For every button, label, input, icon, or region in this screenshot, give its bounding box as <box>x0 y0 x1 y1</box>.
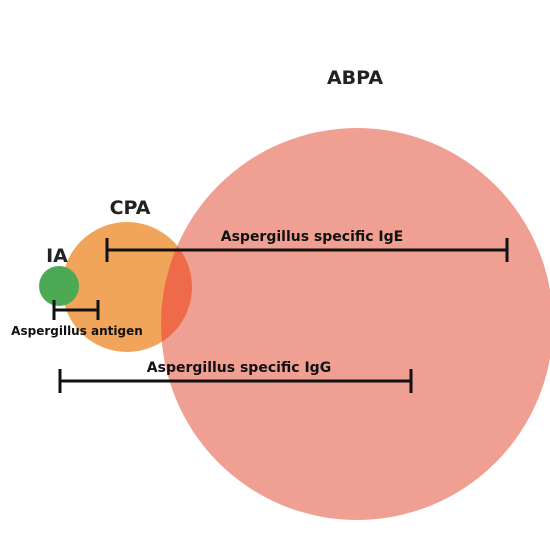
ia-label: IA <box>46 245 68 267</box>
igg-range-bar <box>58 369 413 393</box>
antigen-range-bar <box>52 300 100 320</box>
ige-label: Aspergillus specific IgE <box>221 229 403 245</box>
igg-label: Aspergillus specific IgG <box>147 360 331 376</box>
ia-circle <box>39 266 79 306</box>
abpa-label: ABPA <box>327 67 383 89</box>
ige-range-bar <box>105 238 509 262</box>
cpa-label: CPA <box>110 197 151 219</box>
antigen-label: Aspergillus antigen <box>11 324 143 338</box>
cpa-circle <box>62 222 192 352</box>
abpa-circle <box>161 128 550 520</box>
